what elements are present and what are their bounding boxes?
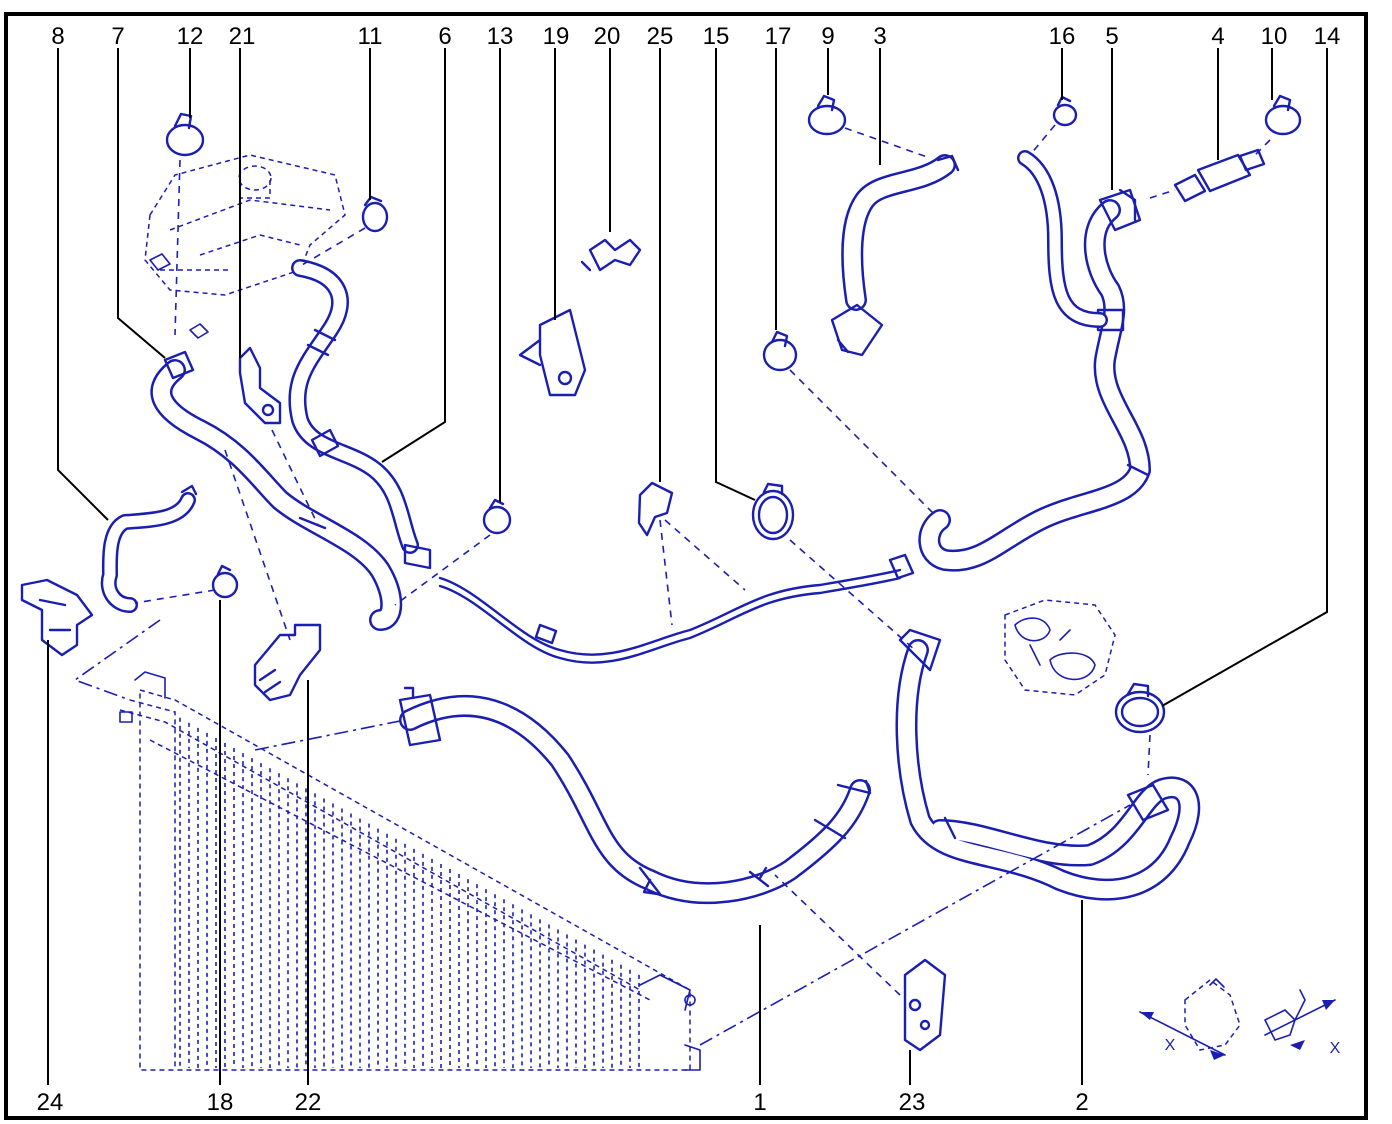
callout-10: 10	[1261, 23, 1288, 50]
callout-23: 23	[899, 1089, 926, 1116]
clamp-13	[482, 498, 512, 535]
leader-lines	[47, 48, 1328, 1085]
callout-5: 5	[1105, 23, 1118, 50]
callout-25: 25	[647, 23, 674, 50]
clip-24	[20, 578, 94, 657]
callout-18: 18	[207, 1089, 234, 1116]
callout-9: 9	[821, 23, 834, 50]
top-labels: 8 7 12 21 11 6 13 19 20 25 15 17 9 3 16 …	[51, 23, 1340, 50]
expansion-tank	[144, 154, 346, 339]
callout-17: 17	[765, 23, 792, 50]
callout-14: 14	[1314, 23, 1341, 50]
hose-8	[100, 484, 198, 613]
dimension-x-left: X	[1165, 1037, 1176, 1054]
callout-3: 3	[873, 23, 886, 50]
hose-2	[895, 628, 1201, 901]
callout-4: 4	[1211, 23, 1224, 50]
dimension-x-right: X	[1330, 1040, 1341, 1057]
hose-5-assembly	[918, 188, 1151, 572]
bracket-21	[238, 346, 282, 425]
callout-22: 22	[295, 1089, 322, 1116]
clamp-16	[1052, 95, 1078, 127]
callout-16: 16	[1049, 23, 1076, 50]
clip-22	[253, 623, 322, 702]
hose-3	[830, 154, 960, 357]
pipe-16	[1017, 150, 1108, 328]
clamp-17	[762, 330, 798, 372]
assembly-guides	[73, 124, 1271, 1046]
callout-2: 2	[1075, 1089, 1088, 1116]
callout-19: 19	[543, 23, 570, 50]
hose-1	[398, 686, 872, 905]
pipe-25	[438, 553, 915, 664]
callout-6: 6	[438, 23, 451, 50]
clamp-9	[807, 94, 847, 136]
clamp-11	[361, 195, 389, 233]
clamp-14	[1114, 682, 1166, 734]
hose-7	[150, 350, 403, 631]
callout-13: 13	[487, 23, 514, 50]
clamp-18	[211, 564, 239, 599]
callout-11: 11	[358, 23, 383, 50]
callout-7: 7	[111, 23, 124, 50]
callout-24: 24	[37, 1089, 64, 1116]
bottom-labels: 24 18 22 1 23 2	[37, 1089, 1089, 1116]
sensor-4	[1173, 148, 1266, 203]
clamp-10	[1264, 94, 1302, 136]
callout-8: 8	[51, 23, 64, 50]
callout-21: 21	[229, 23, 256, 50]
bracket-19	[518, 308, 587, 397]
callout-12: 12	[177, 23, 204, 50]
thermostat-housing	[1004, 599, 1116, 696]
radiator	[119, 671, 701, 1071]
hose-6	[288, 259, 432, 570]
clamp-15	[751, 482, 795, 541]
clip-25	[637, 481, 674, 537]
diagram-frame	[4, 12, 1368, 1120]
bracket-23	[903, 958, 947, 1052]
clamp-12	[165, 112, 205, 157]
callout-20: 20	[594, 23, 621, 50]
callout-1: 1	[753, 1089, 766, 1116]
clip-20	[580, 238, 642, 272]
dimension-detail: X X	[1139, 978, 1341, 1060]
callout-15: 15	[703, 23, 730, 50]
